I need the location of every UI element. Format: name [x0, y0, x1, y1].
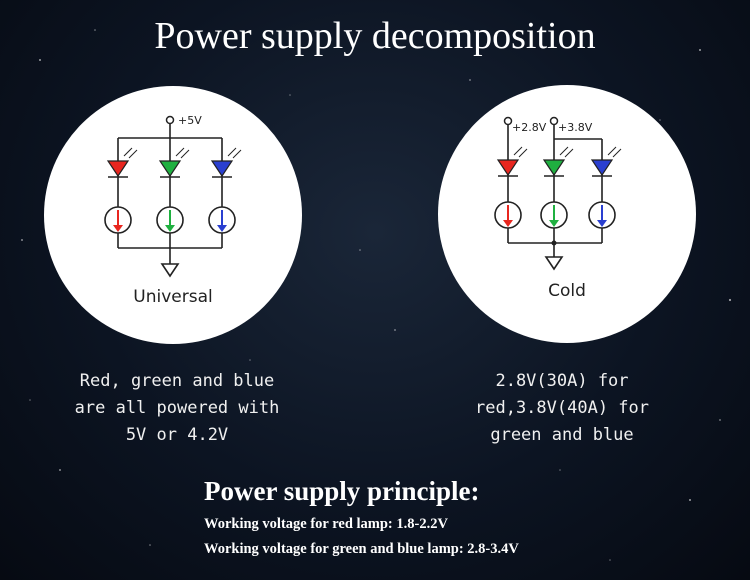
blue-led-icon: [590, 159, 614, 177]
cold-voltage-label-green-blue: +3.8V: [558, 121, 593, 134]
blue-led-branch: [208, 138, 242, 248]
cold-circuit-circle: +2.8V +3.8V: [438, 85, 696, 343]
red-led-branch: [104, 138, 138, 248]
red-led-icon: [496, 159, 520, 177]
page-title: Power supply decomposition: [154, 15, 596, 57]
green-led-branch: [540, 139, 574, 243]
green-led-branch: [156, 138, 190, 248]
cold-description: 2.8V(30A) for red,3.8V(40A) for green an…: [412, 368, 712, 449]
cold-caption: Cold: [548, 281, 586, 301]
universal-description-line: 5V or 4.2V: [125, 425, 229, 445]
red-lamp-voltage-line: Working voltage for red lamp: 1.8-2.2V: [204, 516, 448, 532]
red-led-branch: [494, 125, 528, 243]
blue-led-branch: [588, 139, 622, 243]
red-led-icon: [106, 160, 130, 178]
power-supply-principle-heading: Power supply principle:: [204, 476, 480, 506]
universal-description-line: are all powered with: [74, 398, 280, 418]
green-led-icon: [158, 160, 182, 178]
universal-circuit-circle: +5V: [44, 86, 302, 344]
universal-voltage-label: +5V: [178, 114, 202, 127]
cold-description-line: red,3.8V(40A) for: [475, 398, 649, 418]
cold-voltage-label-red: +2.8V: [512, 121, 547, 134]
green-led-icon: [542, 159, 566, 177]
ground-icon: [160, 263, 180, 278]
universal-description: Red, green and blue are all powered with…: [27, 368, 327, 449]
universal-caption: Universal: [133, 287, 213, 307]
blue-led-icon: [210, 160, 234, 178]
universal-circuit-diagram: +5V: [104, 114, 242, 278]
ground-icon: [544, 256, 564, 271]
universal-description-line: Red, green and blue: [79, 371, 275, 391]
cold-circuit-diagram: +2.8V +3.8V: [494, 116, 622, 271]
cold-description-line: 2.8V(30A) for: [495, 371, 629, 391]
green-blue-lamp-voltage-line: Working voltage for green and blue lamp:…: [204, 541, 519, 557]
cold-description-line: green and blue: [490, 425, 634, 445]
